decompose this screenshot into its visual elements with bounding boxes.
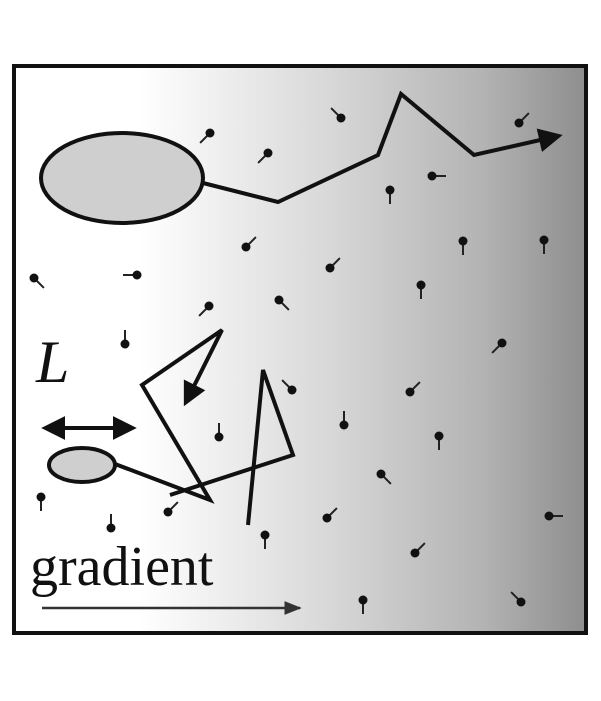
molecule [274, 295, 290, 311]
molecule [214, 423, 224, 442]
molecule [458, 236, 468, 255]
large-cell [39, 131, 205, 225]
molecule [539, 235, 549, 254]
molecule [260, 530, 270, 549]
molecule [106, 514, 116, 533]
molecule [416, 280, 426, 299]
molecule [514, 112, 530, 128]
molecule [427, 171, 446, 181]
molecule [241, 236, 257, 252]
small-cell-trajectory-branch [169, 369, 296, 526]
large-cell-trajectory [202, 90, 563, 205]
molecule [198, 301, 214, 317]
molecule [434, 431, 444, 450]
molecules [29, 107, 563, 614]
gradient-label: gradient [30, 536, 214, 598]
small-cell [47, 446, 117, 484]
molecule [330, 107, 346, 123]
molecule [36, 492, 46, 511]
molecule [376, 469, 392, 485]
molecule [29, 273, 45, 289]
molecule [544, 511, 563, 521]
molecule [123, 270, 142, 280]
molecule [325, 257, 341, 273]
molecule [410, 542, 426, 558]
molecule [510, 591, 526, 607]
molecule [163, 501, 179, 517]
molecule [358, 595, 368, 614]
molecule [257, 148, 273, 164]
small-cell-trajectory [114, 328, 224, 504]
molecule [405, 381, 421, 397]
molecule [120, 330, 130, 349]
molecule [339, 411, 349, 430]
molecule [199, 128, 215, 144]
molecule [385, 185, 395, 204]
molecule [281, 379, 297, 395]
length-label: L [35, 329, 69, 395]
molecule [491, 338, 507, 354]
molecule [322, 507, 338, 523]
